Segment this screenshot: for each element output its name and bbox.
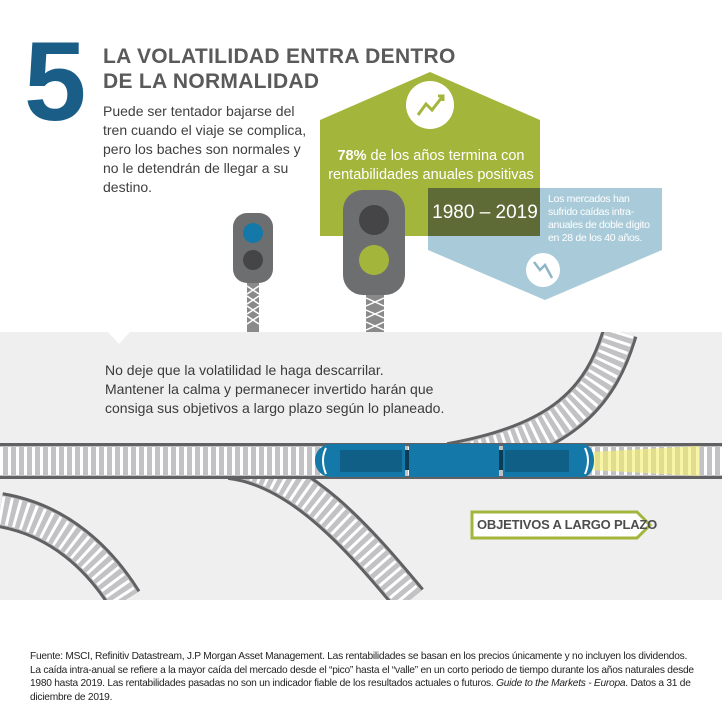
footer-text: Fuente: MSCI, Refinitiv Datastream, J.P … (30, 651, 694, 689)
small-traffic-light (233, 213, 273, 332)
stat-value: 78% (337, 148, 367, 164)
pointer-notch (108, 332, 130, 344)
large-traffic-light (343, 190, 405, 332)
drawdown-note: Los mercados han sufrido caídas intra-an… (548, 193, 650, 244)
band-line: consiga sus objetivos a largo plazo segú… (105, 400, 445, 416)
period-box (428, 188, 540, 236)
stat-text: de los años termina con rentabilidades a… (328, 148, 534, 183)
footer-publication: Guide to the Markets - Europa (496, 678, 626, 689)
positive-years-stat: 78% de los años termina con rentabilidad… (322, 147, 540, 185)
headlight-beam (590, 446, 700, 476)
band-message: No deje que la volatilidad le haga desca… (105, 361, 444, 418)
period-label: 1980 – 2019 (432, 202, 538, 223)
intro-text: Puede ser tentador bajarse del tren cuan… (103, 103, 307, 195)
page-title: LA VOLATILIDAD ENTRA DENTRO DE LA NORMAL… (103, 44, 456, 94)
goal-sign: OBJETIVOS A LARGO PLAZO (477, 517, 658, 532)
title-line: LA VOLATILIDAD ENTRA DENTRO (103, 45, 456, 68)
trend-up-icon (406, 81, 454, 129)
band-line: Mantener la calma y permanecer invertido… (105, 381, 434, 397)
trend-down-icon (526, 253, 560, 287)
footer-source: Fuente: MSCI, Refinitiv Datastream, J.P … (30, 650, 700, 704)
title-line: DE LA NORMALIDAD (103, 70, 320, 93)
goal-sign-shape (470, 510, 653, 540)
section-number: 5 (24, 19, 86, 144)
footer-date: . Datos a 31 de diciembre de 2019. (30, 678, 691, 703)
train (315, 444, 594, 477)
band-line: No deje que la volatilidad le haga desca… (105, 362, 384, 378)
